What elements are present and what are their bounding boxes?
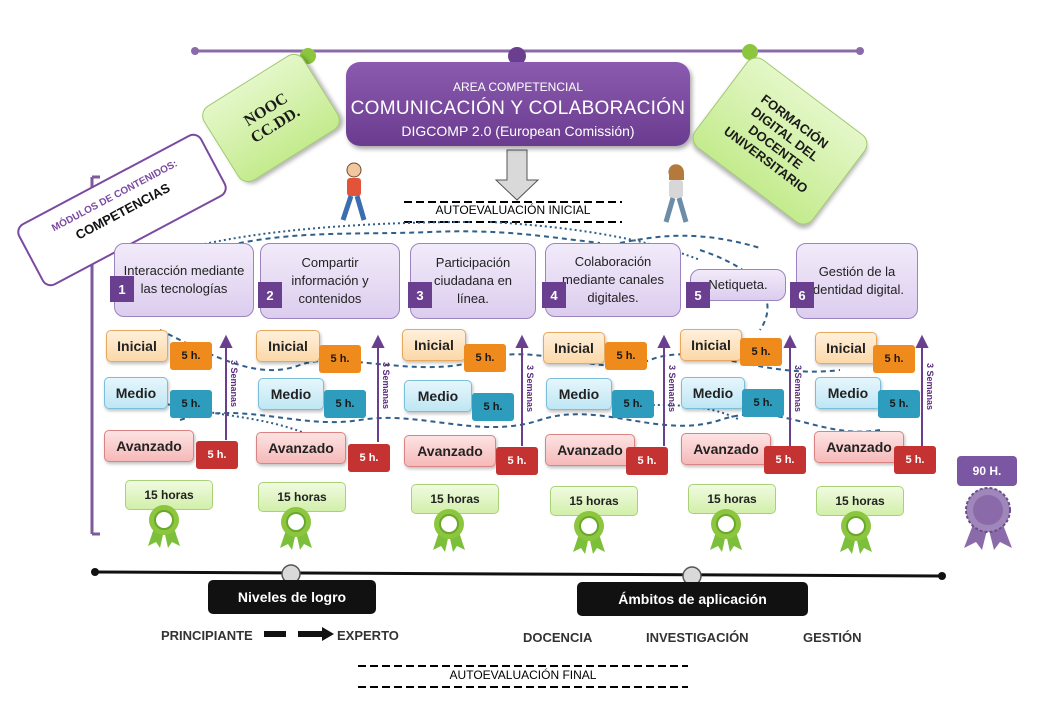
- nooc-label: NOOC CC.DD.: [240, 89, 303, 147]
- competencia-3-number: 3: [408, 282, 432, 308]
- level-inicial-2: Inicial: [256, 330, 320, 362]
- competencia-6-box: Gestión de la identidad digital.: [796, 243, 918, 319]
- level-avanzado-6: Avanzado: [814, 431, 904, 463]
- competencia-1-box: Interacción mediante las tecnologías: [114, 243, 254, 317]
- level-avanzado-2: Avanzado: [256, 432, 346, 464]
- medal-icon: [573, 511, 605, 554]
- hours-inicial-6: 5 h.: [873, 345, 915, 373]
- competencia-6-number: 6: [790, 282, 814, 308]
- competencia-6-title: Gestión de la identidad digital.: [810, 263, 904, 297]
- competencia-1-number: 1: [110, 276, 134, 302]
- medal-icon: [840, 511, 872, 554]
- level-avanzado-5: Avanzado: [681, 433, 771, 465]
- medal-icon: [710, 509, 742, 552]
- autoevaluacion-final: AUTOEVALUACIÓN FINAL: [449, 668, 597, 682]
- hours-avanzado-5: 5 h.: [764, 446, 806, 474]
- level-medio-1: Medio: [104, 377, 168, 409]
- niveles-logro-box: Niveles de logro: [208, 580, 376, 614]
- competencia-2-box: Compartir información y contenidos: [260, 243, 400, 319]
- competencia-5-number: 5: [686, 282, 710, 308]
- hours-avanzado-6: 5 h.: [894, 446, 936, 474]
- hours-inicial-4: 5 h.: [605, 342, 647, 370]
- ambitos-label: Ámbitos de aplicación: [618, 591, 767, 607]
- ambito-investigacion: INVESTIGACIÓN: [646, 630, 749, 645]
- hours-medio-3: 5 h.: [472, 393, 514, 421]
- level-inicial-6: Inicial: [815, 332, 877, 364]
- weeks-2: 3 Semanas: [381, 362, 391, 410]
- hours-avanzado-2: 5 h.: [348, 444, 390, 472]
- total-hours-6: 15 horas: [816, 486, 904, 516]
- hours-avanzado-1: 5 h.: [196, 441, 238, 469]
- hours-medio-4: 5 h.: [612, 390, 654, 418]
- competencia-4-number: 4: [542, 282, 566, 308]
- level-inicial-4: Inicial: [543, 332, 605, 364]
- level-medio-6: Medio: [815, 377, 881, 409]
- weeks-4: 3 Semanas: [667, 365, 677, 413]
- weeks-3: 3 Semanas: [525, 365, 535, 413]
- experto-label: EXPERTO: [337, 628, 399, 643]
- weeks-6: 3 Semanas: [925, 363, 935, 411]
- hours-medio-2: 5 h.: [324, 390, 366, 418]
- medal-icon: [148, 505, 180, 548]
- competencia-4-box: Colaboración mediante canales digitales.: [545, 243, 681, 317]
- autoevaluacion-inicial: AUTOEVALUACIÓN INICIAL: [435, 203, 591, 217]
- area-competencial-box: AREA COMPETENCIAL COMUNICACIÓN Y COLABOR…: [346, 62, 690, 146]
- medal-icon: [280, 507, 312, 550]
- level-inicial-3: Inicial: [402, 329, 466, 361]
- hours-medio-1: 5 h.: [170, 390, 212, 418]
- level-avanzado-3: Avanzado: [404, 435, 496, 467]
- timeline-dot-center: [508, 47, 526, 65]
- area-subtitle: DIGCOMP 2.0 (European Comissión): [401, 123, 635, 139]
- hours-medio-5: 5 h.: [742, 389, 784, 417]
- level-avanzado-4: Avanzado: [545, 434, 635, 466]
- total-hours-1: 15 horas: [125, 480, 213, 510]
- medal-icon: [433, 509, 465, 552]
- total-hours-2: 15 horas: [258, 482, 346, 512]
- hours-inicial-1: 5 h.: [170, 342, 212, 370]
- hours-inicial-2: 5 h.: [319, 345, 361, 373]
- competencia-5-title: Netiqueta.: [708, 276, 768, 292]
- competencia-1-title: Interacción mediante las tecnologías: [123, 262, 245, 296]
- area-header: AREA COMPETENCIAL: [452, 80, 584, 94]
- ambitos-box: Ámbitos de aplicación: [577, 582, 808, 616]
- level-medio-2: Medio: [258, 378, 324, 410]
- hours-inicial-3: 5 h.: [464, 344, 506, 372]
- level-medio-3: Medio: [404, 380, 472, 412]
- total-hours-5: 15 horas: [688, 484, 776, 514]
- ambito-docencia: DOCENCIA: [523, 630, 593, 645]
- level-medio-5: Medio: [681, 377, 745, 409]
- person-walking-icon: [340, 162, 367, 221]
- area-title: COMUNICACIÓN Y COLABORACIÓN: [350, 98, 686, 119]
- competencia-2-number: 2: [258, 282, 282, 308]
- hours-inicial-5: 5 h.: [740, 338, 782, 366]
- competencia-3-title: Participación ciudadana en línea.: [433, 254, 513, 307]
- weeks-5: 3 Semanas: [793, 365, 803, 413]
- total-90-hours: 90 H.: [957, 456, 1017, 486]
- person-woman-icon: [663, 164, 689, 223]
- principiante-label: PRINCIPIANTE: [161, 628, 253, 643]
- level-medio-4: Medio: [546, 378, 612, 410]
- competencia-2-title: Compartir información y contenidos: [291, 254, 369, 307]
- niveles-logro-label: Niveles de logro: [237, 589, 347, 605]
- level-inicial-1: Inicial: [106, 330, 168, 362]
- ambito-gestion: GESTIÓN: [803, 630, 862, 645]
- award-medal-icon: [964, 487, 1012, 550]
- hours-medio-6: 5 h.: [878, 390, 920, 418]
- hours-avanzado-4: 5 h.: [626, 447, 668, 475]
- total-hours-3: 15 horas: [411, 484, 499, 514]
- weeks-1: 3 Semanas: [229, 360, 239, 408]
- level-avanzado-1: Avanzado: [104, 430, 194, 462]
- hours-avanzado-3: 5 h.: [496, 447, 538, 475]
- competencia-4-title: Colaboración mediante canales digitales.: [562, 253, 664, 306]
- level-inicial-5: Inicial: [680, 329, 742, 361]
